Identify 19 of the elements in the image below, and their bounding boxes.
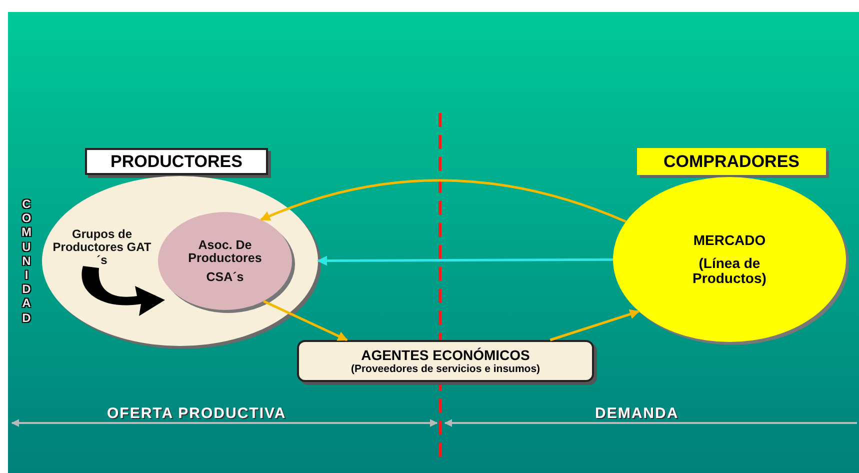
node-title: PRODUCTORES: [110, 153, 242, 170]
vertical-label: COMUNIDAD: [21, 197, 32, 325]
group-label: Grupos de Productores GAT´s: [52, 228, 152, 267]
node-title: COMPRADORES: [663, 153, 800, 170]
arrow: [550, 309, 640, 342]
node-subtitle: (Línea de Productos): [692, 256, 768, 286]
arrow: [317, 256, 613, 266]
arrow: [260, 179, 626, 223]
section-label: OFERTA PRODUCTIVA: [107, 404, 286, 424]
agents-box: [297, 340, 594, 382]
section-label: DEMANDA: [595, 404, 679, 424]
group-title-box: [637, 148, 826, 175]
node-title: MERCADO: [692, 233, 767, 248]
node-title: AGENTES ECONÓMICOS: [361, 347, 530, 363]
group-title-box: [85, 148, 268, 175]
node-title: Asoc. De Productores: [187, 238, 263, 264]
arrow: [262, 300, 348, 342]
node-subtitle: (Proveedores de servicios e insumos): [350, 363, 540, 375]
node-subtitle: CSA´s: [205, 270, 245, 284]
